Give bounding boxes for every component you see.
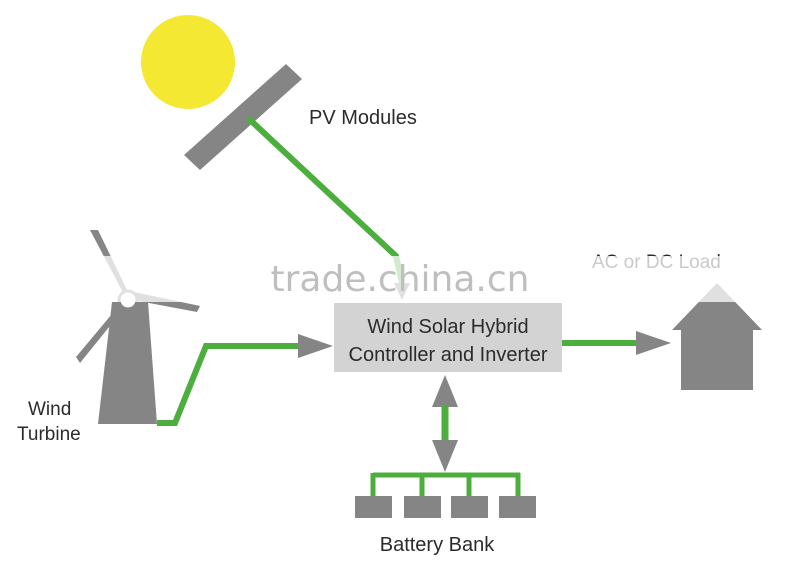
wind-wire xyxy=(157,343,300,426)
wind-turbine-label-line1: Wind xyxy=(28,399,71,420)
wind-arrowhead xyxy=(298,334,333,358)
house-icon xyxy=(672,283,762,390)
battery-icon xyxy=(355,496,536,518)
wind-turbine-label-line2: Turbine xyxy=(17,424,81,445)
battery-arrow-up xyxy=(432,375,458,407)
watermark-band xyxy=(0,256,800,302)
controller-label-line2: Controller and Inverter xyxy=(349,344,548,366)
battery-arrow-down xyxy=(432,440,458,472)
controller-label-line1: Wind Solar Hybrid xyxy=(367,316,528,338)
watermark-text: trade.china.cn xyxy=(271,259,530,300)
pv-modules-label: PV Modules xyxy=(309,107,417,129)
sun-icon xyxy=(141,15,235,109)
battery-bank-label: Battery Bank xyxy=(380,534,496,556)
pv-panel-icon xyxy=(184,64,302,170)
load-arrowhead xyxy=(636,331,671,355)
battery-bus xyxy=(370,472,521,496)
controller-box xyxy=(334,303,562,372)
